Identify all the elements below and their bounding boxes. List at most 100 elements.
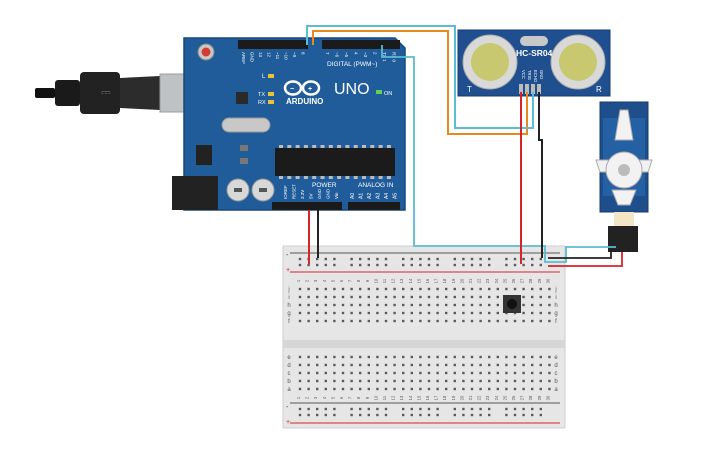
breadboard-column-label: 24 — [494, 395, 499, 400]
power-pin-label: GND — [317, 188, 322, 199]
arduino-logo: − + — [283, 80, 321, 96]
breadboard-row-label: h — [287, 303, 290, 309]
breadboard-column-label: 11 — [382, 278, 387, 283]
analog-pin-label: A2 — [367, 193, 373, 199]
breadboard-row-label: g — [287, 311, 290, 317]
power-pin-label: IOREF — [283, 185, 288, 199]
breadboard-column-label: 30 — [545, 395, 550, 400]
digital-header-right — [322, 40, 400, 49]
breadboard-column-label: 22 — [477, 395, 482, 400]
breadboard-row-label: c — [555, 371, 558, 377]
breadboard-body — [282, 245, 566, 429]
arduino-pin-label: 2 — [373, 52, 378, 55]
breadboard-column-label: 25 — [502, 395, 507, 400]
breadboard-row-label: h — [554, 303, 557, 309]
breadboard-column-label: 8 — [356, 396, 361, 399]
wire-sensor-gnd-black — [538, 92, 543, 258]
svg-text:−: − — [290, 86, 294, 93]
breadboard-row-label: e — [287, 355, 291, 361]
arduino-pin-label: GND — [250, 52, 255, 63]
breadboard-column-label: 19 — [451, 278, 456, 283]
sensor-transmitter — [471, 43, 509, 81]
breadboard-column-label: 3 — [313, 396, 318, 399]
atmega-chip — [275, 148, 395, 176]
breadboard-column-label: 29 — [537, 278, 542, 283]
breadboard-column-label: 24 — [494, 278, 499, 283]
arduino-pin-label: ~5 — [344, 52, 349, 58]
breadboard-row-label: b — [554, 379, 558, 385]
breadboard-column-label: 14 — [408, 278, 413, 283]
rail-minus-top: - — [286, 252, 289, 259]
breadboard-column-label: 6 — [339, 396, 344, 399]
breadboard-column-label: 17 — [434, 278, 439, 283]
breadboard-column-label: 1 — [296, 279, 301, 282]
breadboard-column-label: 27 — [520, 395, 525, 400]
breadboard-row-label: e — [554, 355, 558, 361]
led-l-label: L — [262, 74, 266, 80]
usb-cable: ⎓ — [35, 72, 196, 114]
breadboard-column-label: 26 — [511, 395, 516, 400]
sensor-receiver — [559, 43, 597, 81]
arduino-logo-text: ARDUINO — [286, 97, 323, 106]
arduino-pin-label: AREF — [241, 52, 246, 64]
breadboard-column-label: 18 — [442, 395, 447, 400]
breadboard-column-label: 9 — [365, 279, 370, 282]
breadboard-column-label: 13 — [399, 278, 404, 283]
breadboard-holes — [298, 257, 551, 417]
breadboard-column-labels: 1122334455667788991010111112121313141415… — [296, 278, 550, 400]
breadboard-column-label: 1 — [296, 396, 301, 399]
breadboard-column-label: 22 — [477, 278, 482, 283]
breadboard-column-label: 8 — [356, 279, 361, 282]
breadboard-column-label: 2 — [305, 279, 310, 282]
wire-echo-cyan — [306, 25, 534, 129]
servo-connector — [608, 226, 638, 252]
sensor-name: HC-SR04 — [516, 48, 553, 58]
analog-pin-label: A4 — [384, 193, 390, 199]
sensor-pin-label: GND — [539, 70, 544, 79]
breadboard-column-label: 10 — [373, 395, 378, 400]
sensor-r-mark: R — [596, 85, 602, 94]
sensor-pin-label: VCC — [521, 70, 526, 79]
breadboard-column-label: 15 — [416, 278, 421, 283]
arduino-pin-label: ~10 — [284, 52, 289, 60]
power-pin-label: 3.3V — [300, 190, 305, 199]
analog-header — [348, 202, 400, 210]
breadboard-column-label: 7 — [348, 396, 353, 399]
sensor-t-mark: T — [467, 85, 472, 94]
breadboard-column-label: 18 — [442, 278, 447, 283]
arduino-pin-label: ~6 — [335, 52, 340, 58]
breadboard-column-label: 28 — [528, 395, 533, 400]
arduino-pin-label: ~3 — [363, 52, 368, 58]
analog-pin-label: A1 — [359, 193, 365, 199]
sensor-pin-label: TRIG — [527, 70, 532, 80]
servo-motor — [595, 101, 653, 252]
breadboard-column-label: 15 — [416, 395, 421, 400]
arduino-pin-label: 8 — [301, 52, 306, 55]
sensor-pin-label: ECHO — [533, 70, 538, 83]
breadboard-row-label: i — [288, 295, 289, 301]
breadboard-column-label: 20 — [459, 278, 464, 283]
rail-minus-bottom: - — [286, 404, 289, 411]
breadboard-column-label: 4 — [322, 279, 327, 282]
digital-label: DIGITAL (PWM~) — [327, 61, 377, 68]
breadboard-row-label: a — [554, 387, 558, 393]
power-pin-label: 5V — [309, 193, 314, 199]
breadboard-column-label: 13 — [399, 395, 404, 400]
breadboard-row-label: d — [287, 363, 290, 369]
svg-text:+: + — [308, 86, 312, 93]
sensor-pin — [519, 84, 523, 94]
breadboard: - + - + 11223344556677889910101111121213… — [282, 245, 566, 429]
breadboard-column-label: 21 — [468, 395, 473, 400]
breadboard-column-label: 4 — [322, 396, 327, 399]
breadboard-row-label: c — [288, 371, 291, 377]
breadboard-column-label: 26 — [511, 278, 516, 283]
breadboard-column-label: 7 — [348, 279, 353, 282]
breadboard-column-label: 30 — [545, 278, 550, 283]
breadboard-column-label: 3 — [313, 279, 318, 282]
